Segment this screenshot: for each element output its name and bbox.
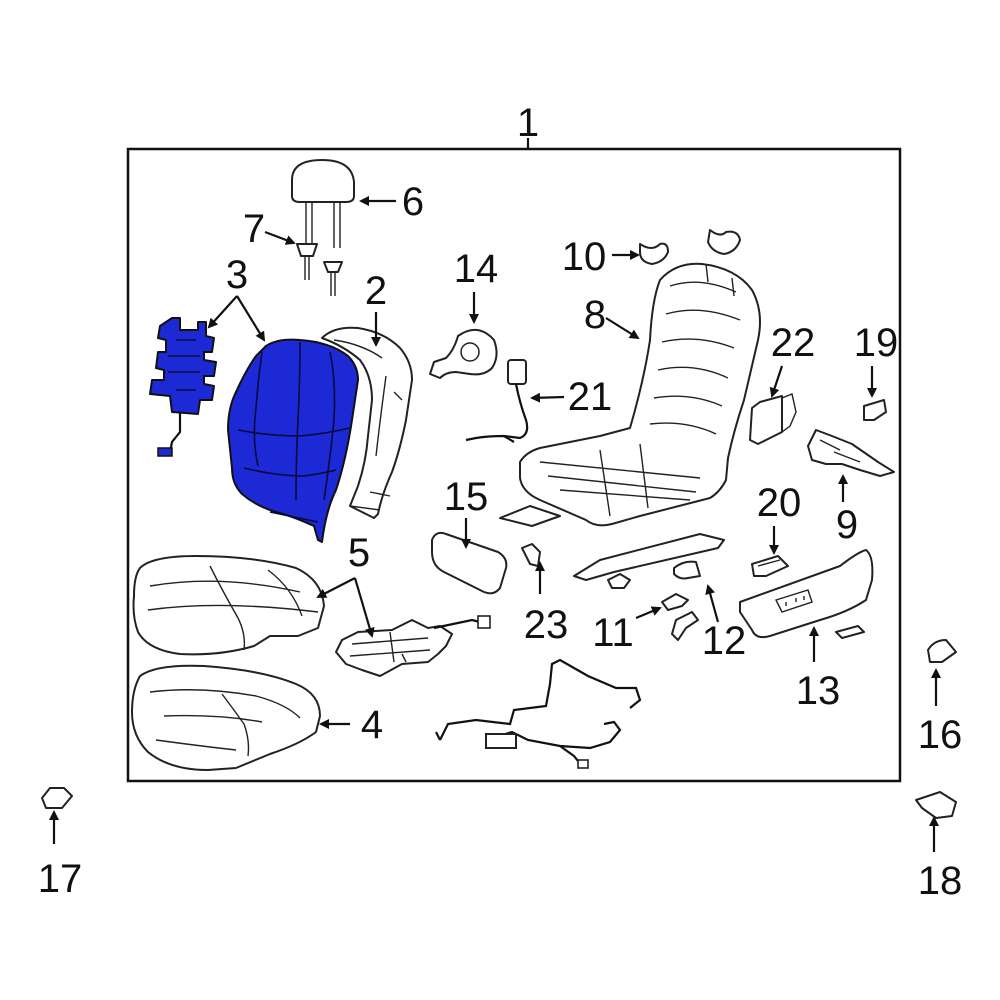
seat-frame-wire-part[interactable] <box>435 658 642 769</box>
assembly-frame <box>126 147 902 783</box>
recliner-knob-part[interactable] <box>429 329 498 379</box>
side-airbag-part[interactable] <box>749 393 797 445</box>
seatback-heater-mat-part[interactable] <box>149 317 217 457</box>
callout-20: 20 <box>757 481 802 525</box>
callout-8: 8 <box>584 293 606 337</box>
callout-3: 3 <box>226 253 248 297</box>
cap-part[interactable] <box>927 639 957 663</box>
clip-part[interactable] <box>863 399 887 421</box>
callout-11: 11 <box>592 611 634 655</box>
callout-15: 15 <box>444 475 489 519</box>
track-bracket-part[interactable] <box>807 429 895 477</box>
callout-22: 22 <box>771 321 816 365</box>
seat-cushion-heater-part[interactable] <box>335 615 491 677</box>
headrest-guide-part[interactable] <box>296 243 343 296</box>
seat-frame-part[interactable] <box>499 262 761 581</box>
callout-7: 7 <box>243 207 265 251</box>
callout-4: 4 <box>361 703 383 747</box>
headrest-part[interactable] <box>291 159 355 248</box>
small-bracket-part[interactable] <box>521 543 541 567</box>
seatback-cover-part[interactable] <box>227 338 359 543</box>
side-shield-front-part[interactable] <box>431 531 508 595</box>
callout-5: 5 <box>348 531 370 575</box>
callout-12: 12 <box>702 619 747 663</box>
callout-2: 2 <box>365 269 387 313</box>
callout-19: 19 <box>854 321 899 365</box>
callout-10: 10 <box>562 235 607 279</box>
headrest-support-part[interactable] <box>639 229 741 265</box>
lever-cover-part[interactable] <box>673 560 701 580</box>
recline-lever-part[interactable] <box>607 573 699 641</box>
callout-6: 6 <box>402 180 424 224</box>
callout-23: 23 <box>524 603 569 647</box>
seat-switch-part[interactable] <box>751 555 789 577</box>
callout-16: 16 <box>918 713 963 757</box>
seat-cushion-cover-part[interactable] <box>132 555 325 656</box>
bracket-cover-part[interactable] <box>915 791 957 819</box>
callout-13: 13 <box>796 669 841 713</box>
callout-21: 21 <box>568 375 613 419</box>
callout-14: 14 <box>454 247 499 291</box>
cap-part-2[interactable] <box>41 787 73 809</box>
side-shield-outer-part[interactable] <box>739 549 874 639</box>
seat-cushion-pad-part[interactable] <box>131 664 321 771</box>
seat-wire-harness-part[interactable] <box>465 359 529 443</box>
callout-9: 9 <box>836 503 858 547</box>
callout-1: 1 <box>517 101 539 145</box>
callout-18: 18 <box>918 859 963 903</box>
callout-17: 17 <box>38 857 83 901</box>
